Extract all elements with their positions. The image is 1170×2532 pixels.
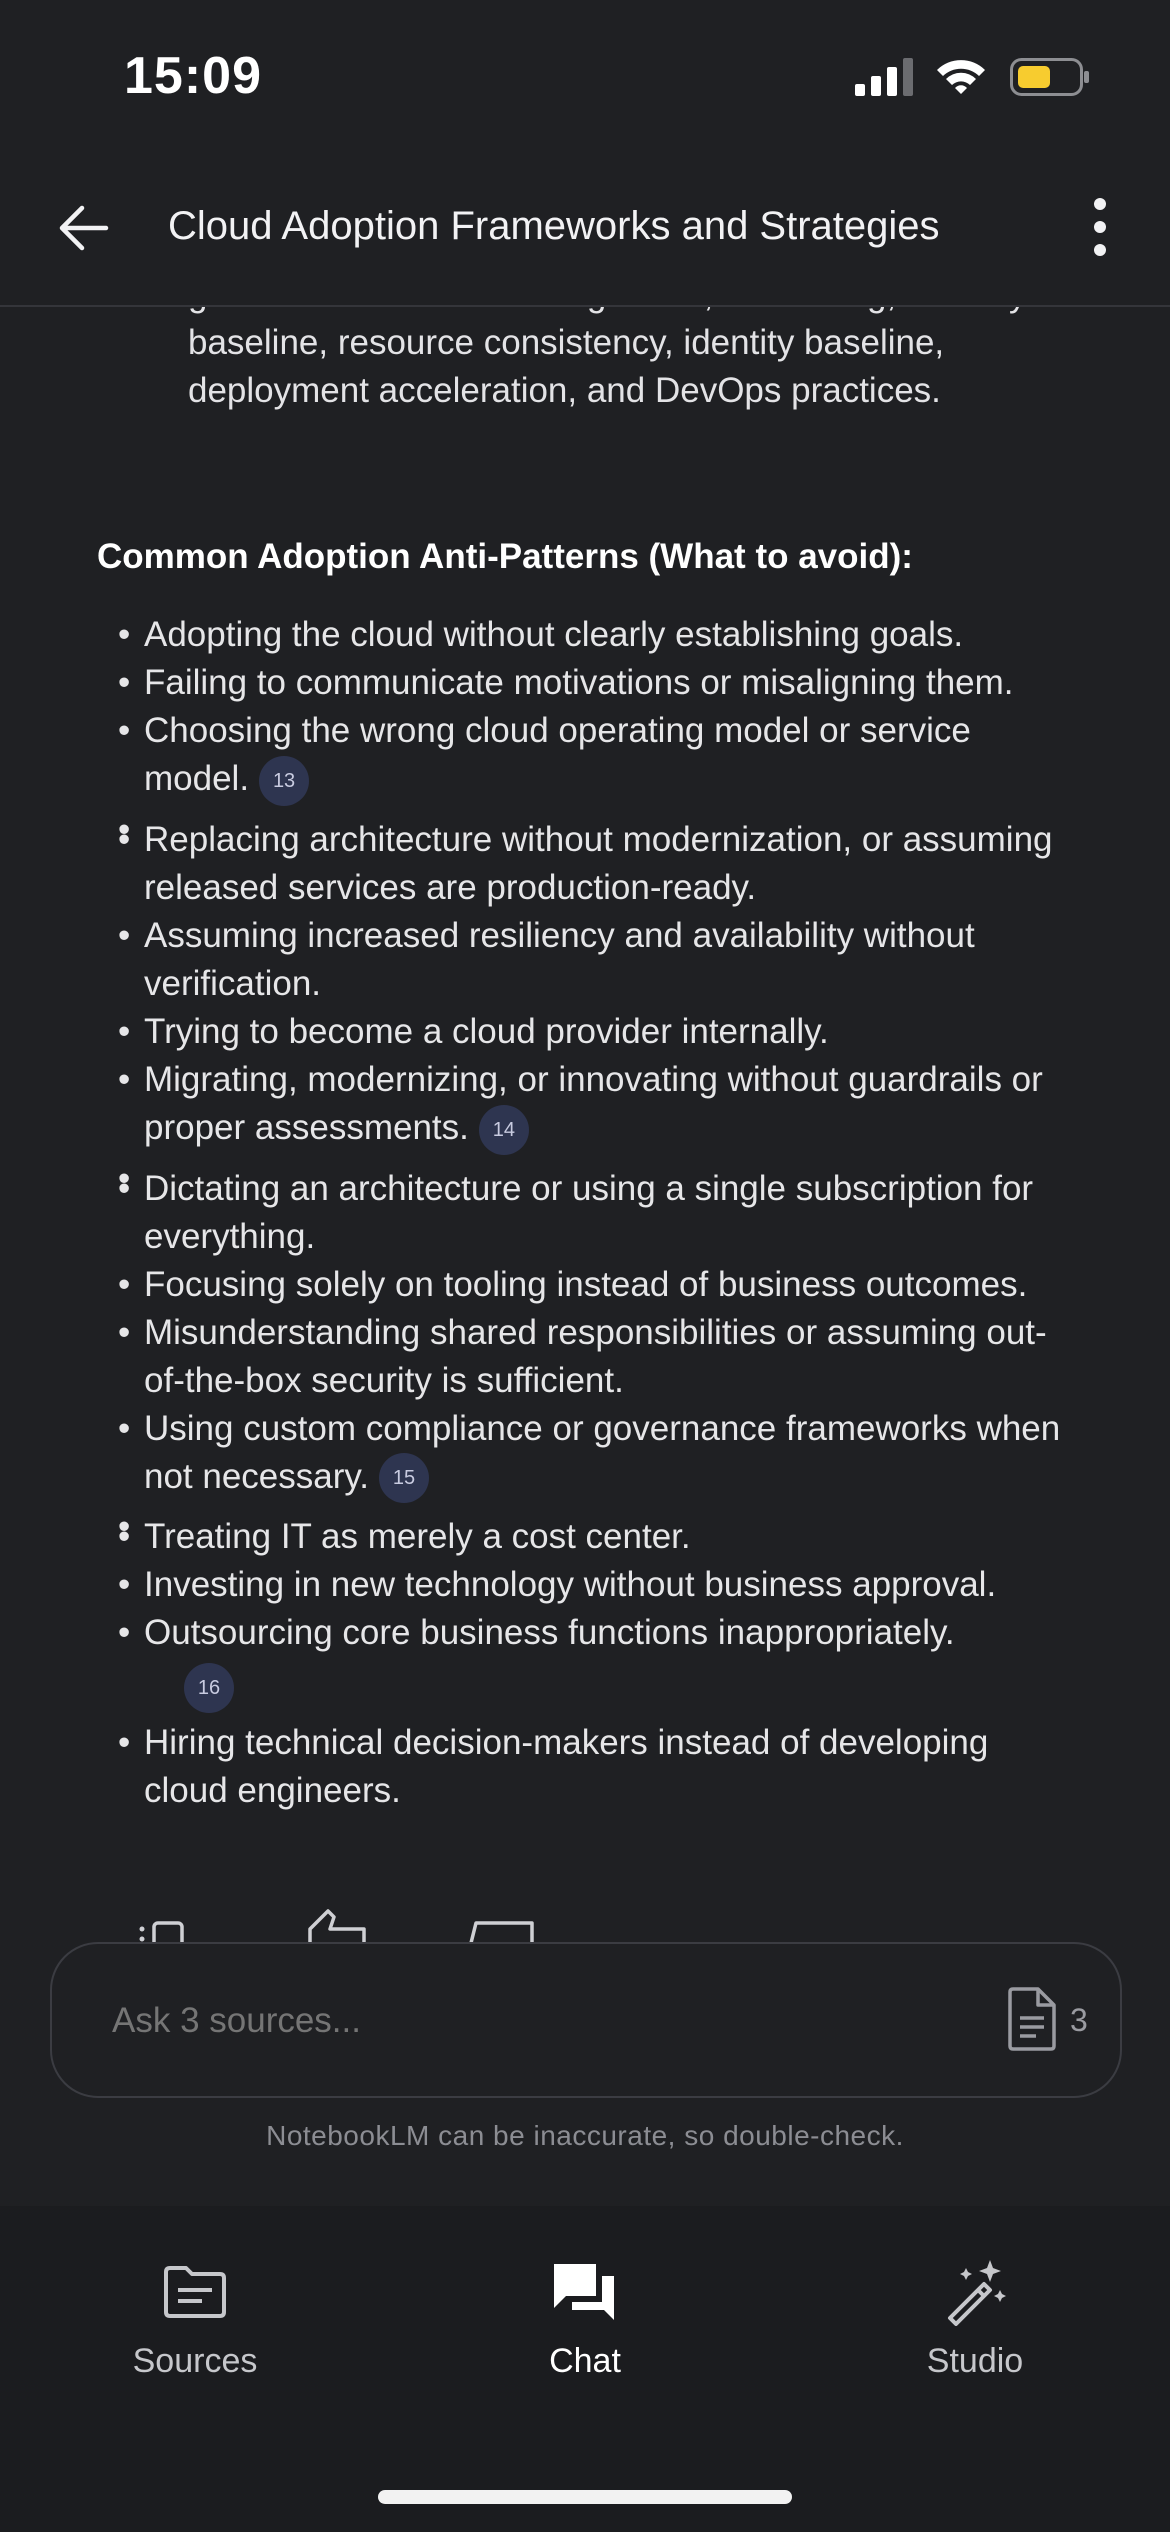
citation-badge-16[interactable]: 16 [184,1663,234,1714]
response-actions [139,1909,534,1943]
status-time: 15:09 [124,47,262,105]
list-item: Replacing architecture without moderniza… [118,816,1078,912]
list-item: Choosing the wrong cloud operating model… [118,707,1078,806]
battery-icon [1010,58,1089,96]
list-item: Focusing solely on tooling instead of bu… [118,1261,1078,1309]
chat-composer: 3 [50,1942,1122,2098]
home-indicator [378,2490,792,2504]
source-count: 3 [1070,2002,1088,2038]
folder-icon [164,2266,226,2318]
list-item: Misunderstanding shared responsibilities… [118,1309,1078,1405]
more-options-icon[interactable] [1075,194,1125,260]
nav-sources-label: Sources [132,2342,258,2380]
page-title: Cloud Adoption Frameworks and Strategies [168,204,940,248]
list-item: Using custom compliance or governance fr… [118,1405,1078,1504]
bottom-navigation: Sources Chat Studio [0,2206,1170,2532]
list-item: Adopting the cloud without clearly estab… [118,611,1078,659]
disclaimer-text: NotebookLM can be inaccurate, so double-… [266,2120,904,2151]
list-item: Assuming increased resiliency and availa… [118,912,1078,1008]
wifi-icon [937,60,985,94]
list-spacer [118,1155,1078,1203]
document-icon [1008,1987,1056,2051]
save-note-icon[interactable] [139,1921,184,1943]
citation-badge-13[interactable]: 13 [259,755,310,806]
back-arrow-icon[interactable] [54,198,114,258]
chat-response: govern include cost management, monitori… [0,307,1170,1943]
anti-patterns-list: Adopting the cloud without clearly estab… [118,611,1078,1815]
list-item: Outsourcing core business functions inap… [118,1609,1078,1714]
nav-studio-label: Studio [926,2342,1024,2380]
nav-sources[interactable]: Sources [75,2256,315,2396]
list-item: Trying to become a cloud provider intern… [118,1008,1078,1056]
list-item: Treating IT as merely a cost center. [118,1513,1078,1561]
thumbs-down-icon[interactable] [469,1921,534,1943]
chat-bubbles-icon [554,2264,614,2320]
list-item: Migrating, modernizing, or innovating wi… [118,1056,1078,1155]
section-heading: Common Adoption Anti-Patterns (What to a… [97,537,913,576]
list-spacer [118,1503,1078,1551]
magic-wand-icon [948,2260,1006,2326]
status-bar: 15:09 [0,0,1170,150]
list-item: Investing in new technology without busi… [118,1561,1078,1609]
source-selector-button[interactable]: 3 [1006,1982,1106,2058]
list-item: Failing to communicate motivations or mi… [118,659,1078,707]
citation-badge-14[interactable]: 14 [478,1104,529,1155]
app-bar: Cloud Adoption Frameworks and Strategies [0,150,1170,307]
nav-chat[interactable]: Chat [465,2256,705,2396]
list-spacer [118,806,1078,854]
nav-studio[interactable]: Studio [855,2256,1095,2396]
thumbs-up-icon[interactable] [308,1909,366,1943]
citation-badge-15[interactable]: 15 [379,1453,430,1504]
ask-sources-input[interactable] [110,1992,914,2050]
list-item: Dictating an architecture or using a sin… [118,1165,1078,1261]
nav-chat-label: Chat [549,2342,621,2380]
response-paragraph: govern include cost management, monitori… [188,307,1026,410]
cellular-signal-icon [855,58,913,96]
list-item: Hiring technical decision-makers instead… [118,1719,1078,1815]
